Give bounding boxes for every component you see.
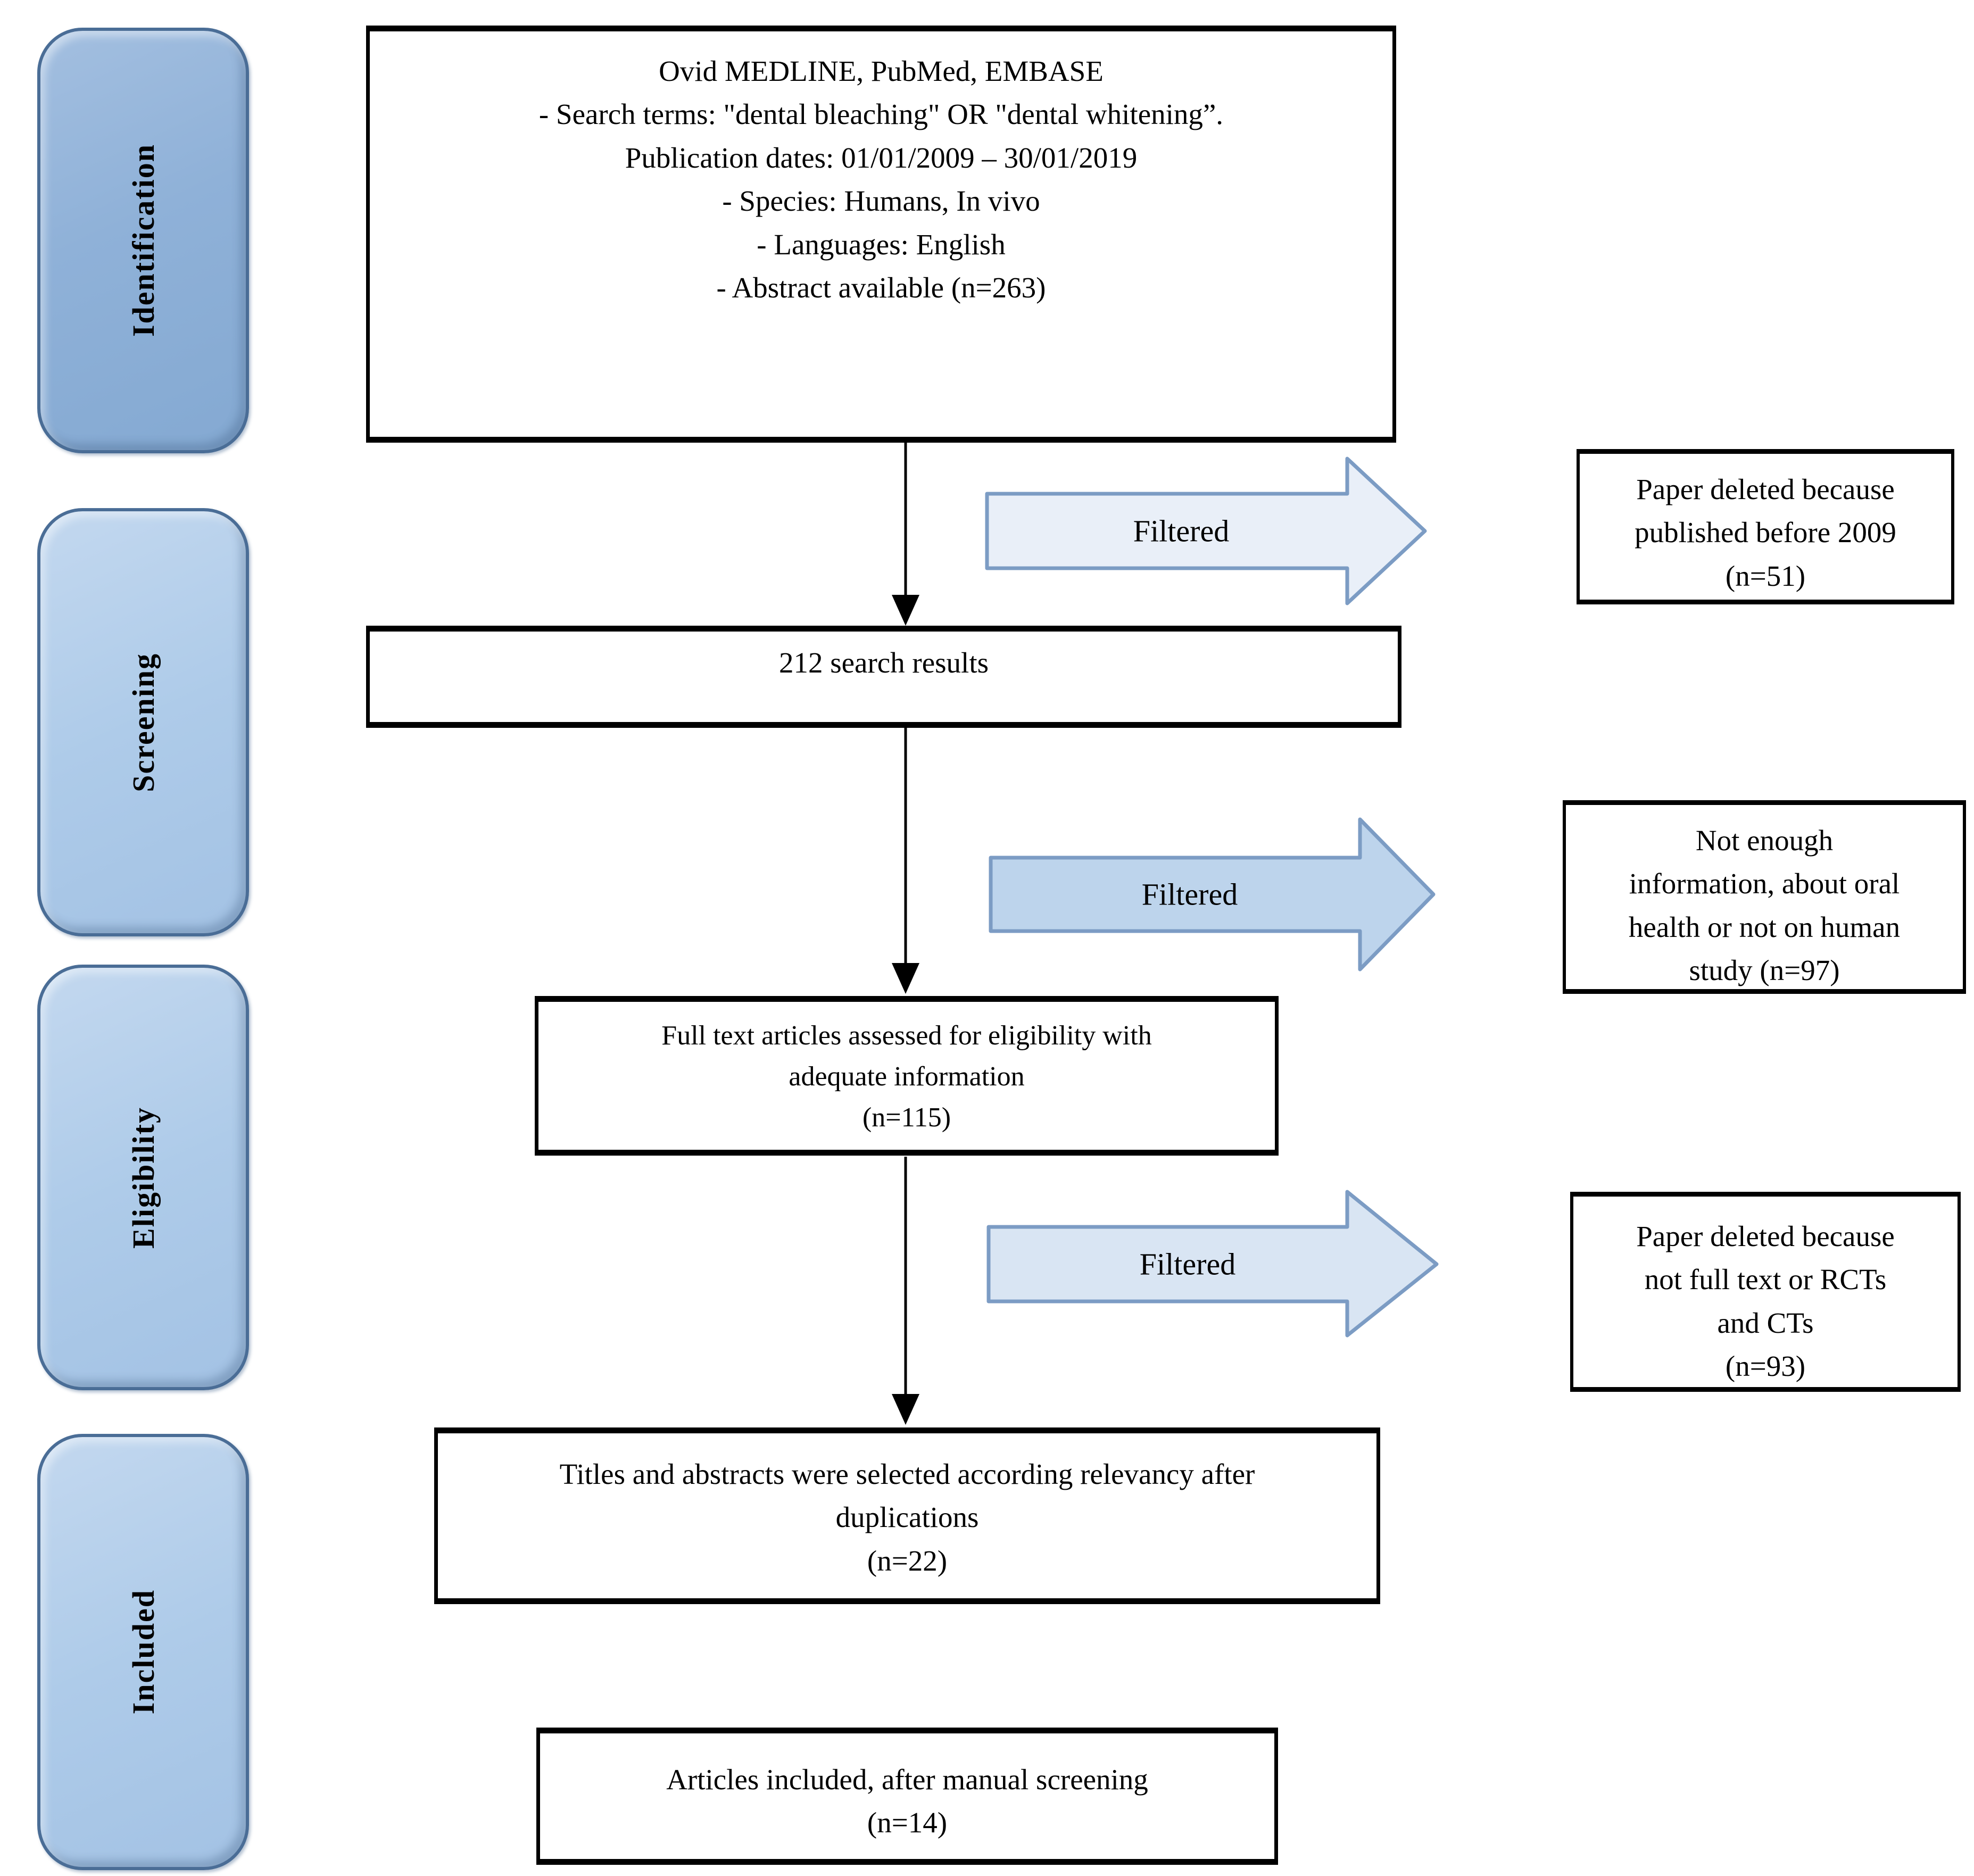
flow-box-search-sources: Ovid MEDLINE, PubMed, EMBASE - Search te… — [366, 26, 1396, 443]
connector-arrowhead-1 — [892, 595, 919, 626]
notenough-line-4: study (n=97) — [1689, 954, 1840, 987]
stage-label-identification: Identification — [126, 144, 161, 337]
stage-label-eligibility: Eligibility — [126, 1106, 161, 1249]
full-text-line-3: (n=115) — [862, 1102, 951, 1133]
notfulltext-line-1: Paper deleted because — [1636, 1220, 1895, 1252]
filtered-arrow-label-3: Filtered — [1139, 1247, 1236, 1282]
connector-arrowhead-2 — [892, 963, 919, 994]
flow-box-articles-included: Articles included, after manual screenin… — [536, 1728, 1278, 1865]
filtered-arrow-1 — [985, 456, 1427, 605]
notfulltext-line-4: (n=93) — [1725, 1350, 1806, 1383]
stage-box-included: Included — [37, 1434, 249, 1870]
stage-box-screening: Screening — [37, 508, 249, 936]
stage-box-identification: Identification — [37, 28, 249, 453]
articles-line-2: (n=14) — [867, 1806, 948, 1839]
stage-box-eligibility: Eligibility — [37, 965, 249, 1390]
before2009-line-2: published before 2009 — [1635, 516, 1896, 549]
before2009-line-3: (n=51) — [1725, 559, 1806, 592]
search-line-4: - Species: Humans, In vivo — [722, 185, 1040, 218]
articles-line-1: Articles included, after manual screenin… — [666, 1763, 1148, 1796]
filtered-arrow-label-2: Filtered — [1141, 877, 1238, 912]
search-line-3: Publication dates: 01/01/2009 – 30/01/20… — [625, 141, 1138, 174]
stage-label-included: Included — [126, 1589, 161, 1715]
titles-line-1: Titles and abstracts were selected accor… — [559, 1458, 1255, 1490]
flow-box-full-text: Full text articles assessed for eligibil… — [535, 996, 1279, 1156]
before2009-line-1: Paper deleted because — [1636, 473, 1895, 505]
search-line-2: - Search terms: "dental bleaching" OR "d… — [538, 98, 1224, 131]
exclusion-box-before-2009: Paper deleted because published before 2… — [1577, 449, 1954, 604]
exclusion-box-not-enough-info: Not enough information, about oral healt… — [1563, 800, 1966, 994]
connector-arrowhead-3 — [892, 1394, 919, 1425]
exclusion-box-not-full-text: Paper deleted because not full text or R… — [1570, 1192, 1961, 1392]
filtered-arrow-label-1: Filtered — [1133, 513, 1230, 549]
notenough-line-1: Not enough — [1695, 824, 1834, 857]
titles-line-3: (n=22) — [867, 1544, 948, 1577]
notfulltext-line-2: not full text or RCTs — [1644, 1263, 1887, 1296]
stage-label-screening: Screening — [126, 652, 161, 792]
full-text-line-1: Full text articles assessed for eligibil… — [661, 1020, 1152, 1051]
filtered-arrow-3 — [986, 1190, 1439, 1338]
flow-box-search-results: 212 search results — [366, 626, 1401, 728]
search-line-5: - Languages: English — [757, 228, 1006, 261]
flow-box-titles-abstracts: Titles and abstracts were selected accor… — [434, 1427, 1380, 1604]
search-line-1: Ovid MEDLINE, PubMed, EMBASE — [659, 55, 1104, 87]
search-line-6: - Abstract available (n=263) — [716, 271, 1046, 304]
notenough-line-3: health or not on human — [1628, 910, 1901, 943]
filtered-arrow-2 — [989, 817, 1436, 972]
notfulltext-line-3: and CTs — [1717, 1306, 1814, 1339]
titles-line-2: duplications — [835, 1501, 979, 1534]
search-results-text: 212 search results — [778, 646, 989, 679]
full-text-line-2: adequate information — [789, 1061, 1025, 1092]
notenough-line-2: information, about oral — [1629, 867, 1900, 900]
